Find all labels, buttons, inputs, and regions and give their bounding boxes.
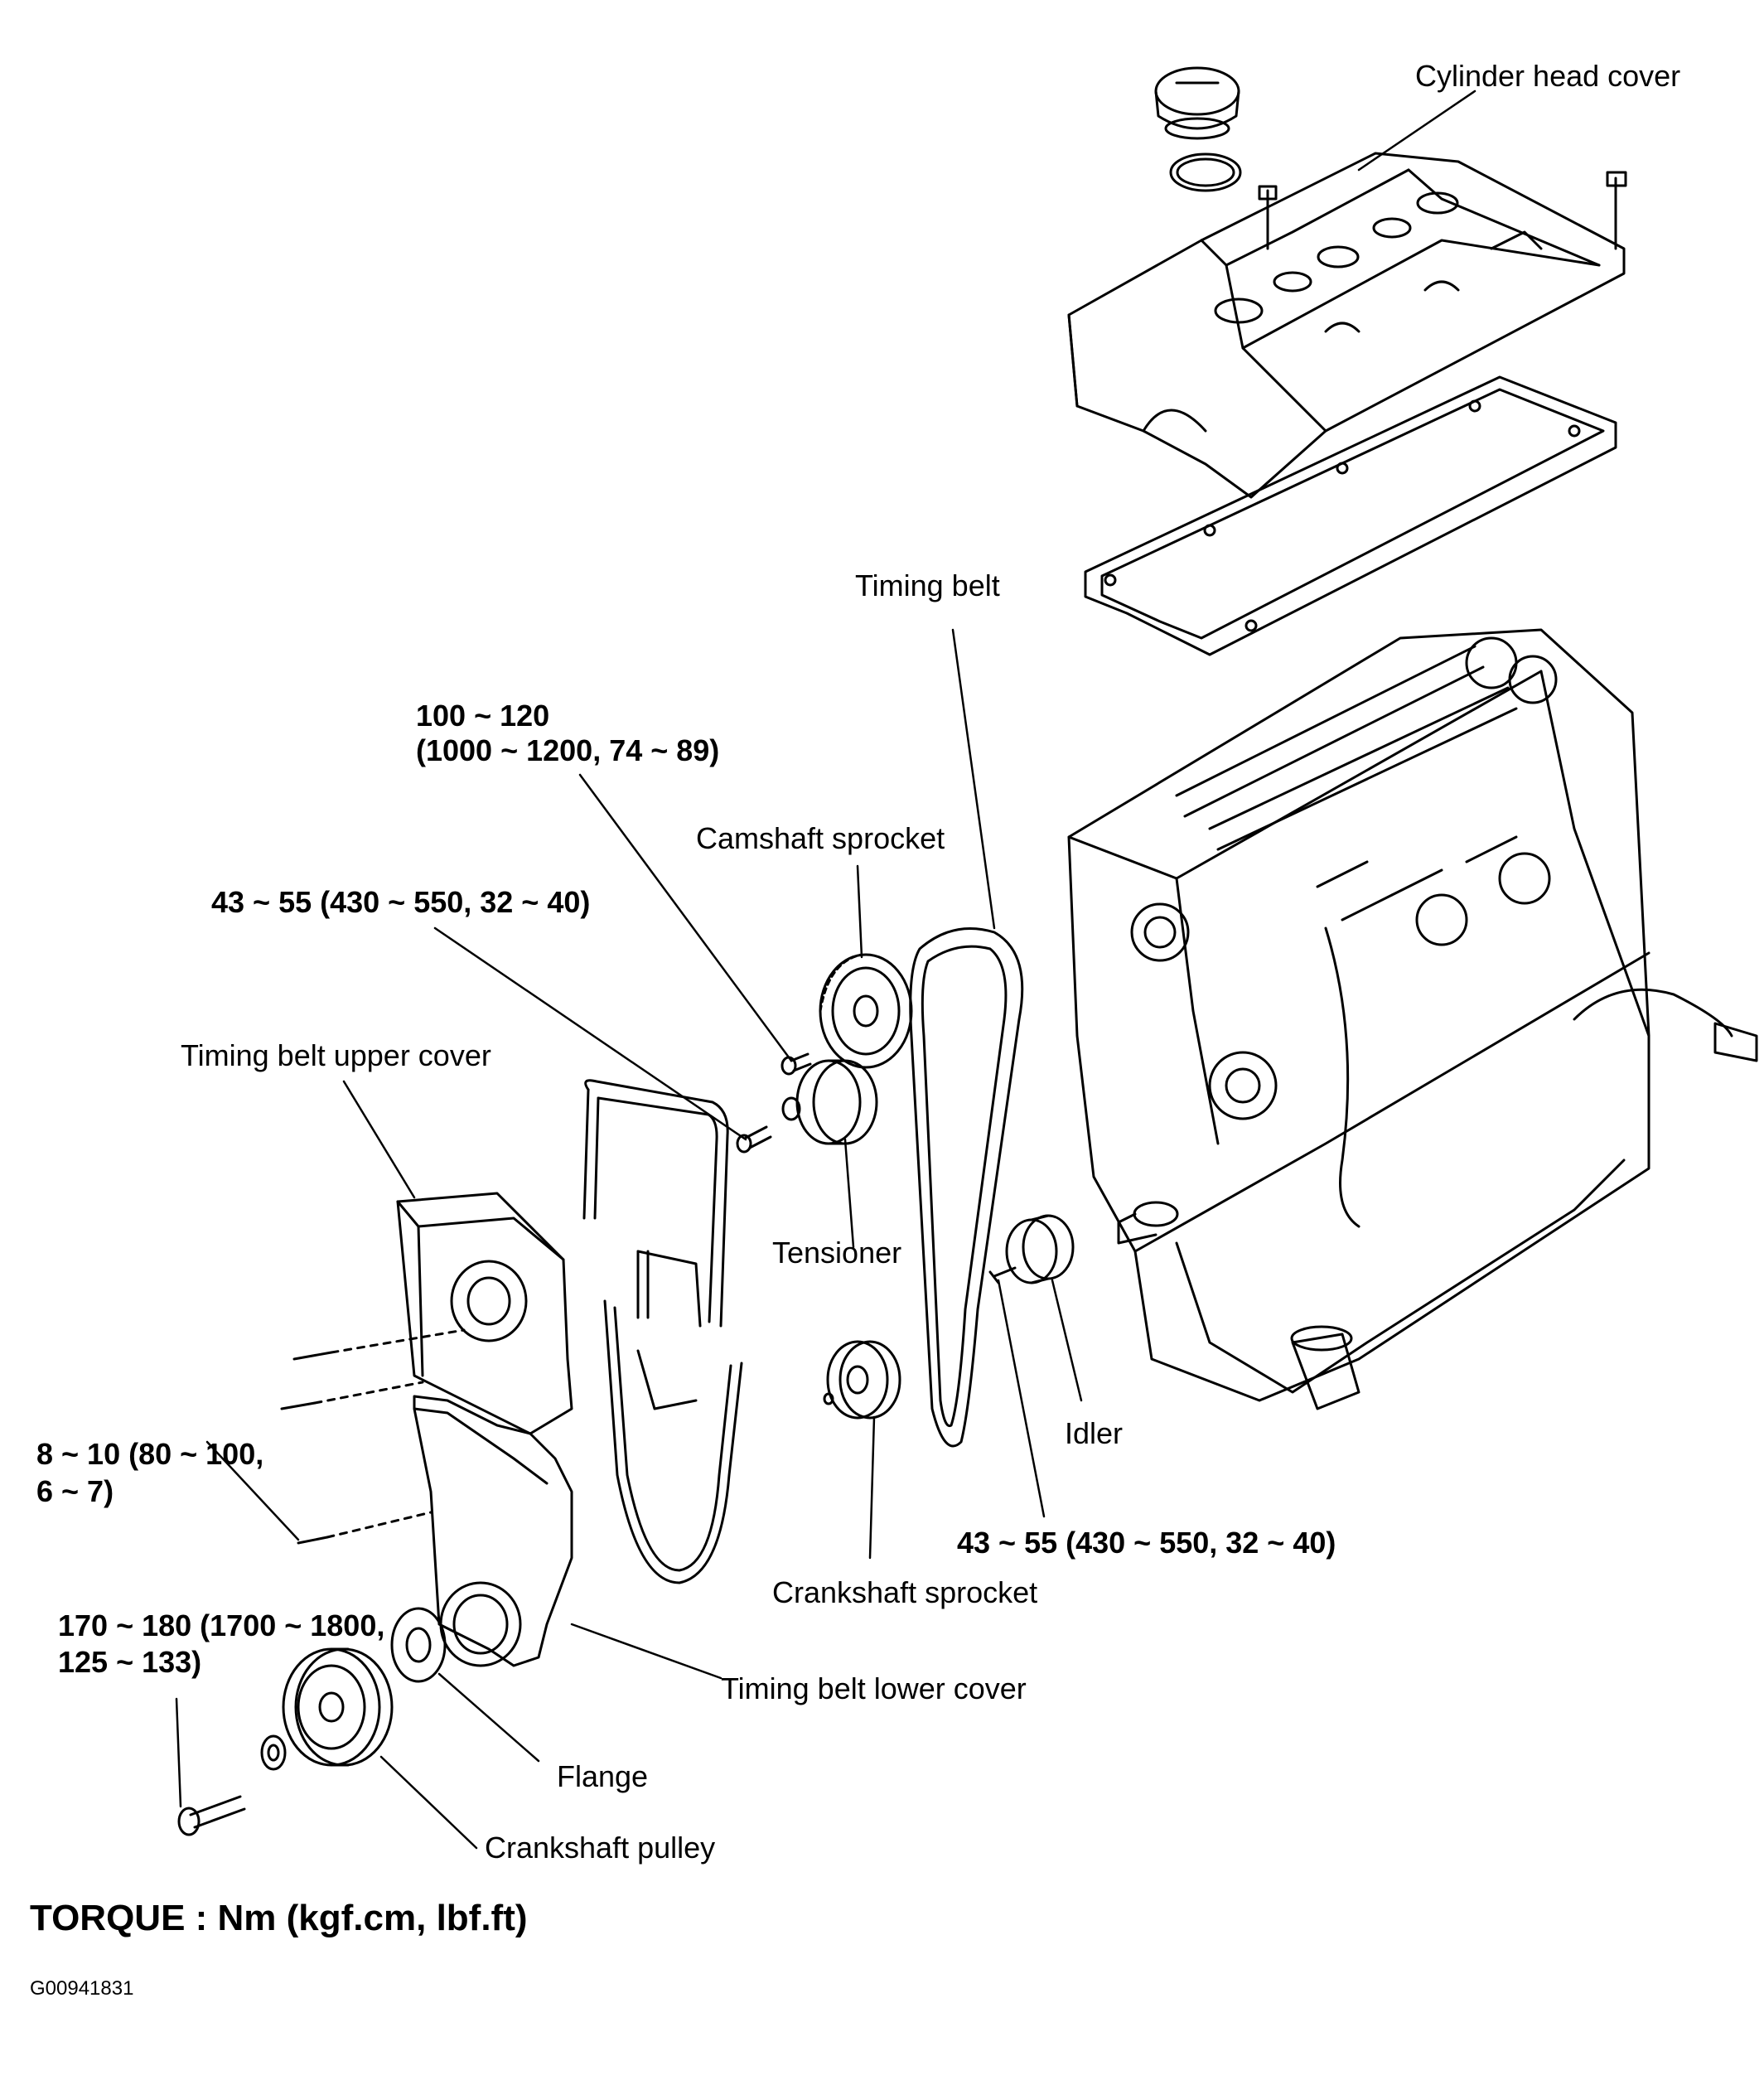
label-crankshaft-pulley: Crankshaft pulley: [485, 1831, 716, 1865]
timing-belt-upper-cover-part: [282, 1193, 572, 1434]
label-flange: Flange: [557, 1759, 649, 1793]
torque-units-title: TORQUE : Nm (kgf.cm, lbf.ft): [30, 1898, 528, 1938]
label-timing-belt-upper-cover: Timing belt upper cover: [181, 1038, 491, 1072]
torque-camshaft-bolt-line2: (1000 ~ 1200, 74 ~ 89): [416, 733, 720, 767]
torque-camshaft-bolt-line1: 100 ~ 120: [416, 699, 550, 733]
camshaft-bolt: [782, 1054, 810, 1074]
tensioner-part: [783, 1061, 877, 1144]
torque-cover-bolt-line1: 8 ~ 10 (80 ~ 100,: [36, 1437, 264, 1471]
label-idler: Idler: [1065, 1416, 1124, 1450]
torque-pulley-bolt-line2: 125 ~ 133): [58, 1645, 202, 1679]
head-cover-gasket: [1085, 377, 1616, 655]
label-cylinder-head-cover: Cylinder head cover: [1415, 59, 1681, 93]
idler-part: [990, 1216, 1073, 1283]
label-camshaft-sprocket: Camshaft sprocket: [696, 821, 945, 855]
label-tensioner: Tensioner: [772, 1236, 902, 1270]
torque-cover-bolt-line2: 6 ~ 7): [36, 1474, 114, 1508]
leader-lines: [176, 91, 1475, 1848]
figure-code: G00941831: [30, 1977, 134, 2000]
torque-tensioner-bolt: 43 ~ 55 (430 ~ 550, 32 ~ 40): [211, 885, 591, 919]
crankshaft-sprocket-part: [824, 1342, 900, 1418]
timing-belt-lower-cover-part: [298, 1396, 572, 1666]
label-timing-belt: Timing belt: [855, 568, 1000, 602]
label-timing-belt-lower-cover: Timing belt lower cover: [721, 1671, 1027, 1705]
crankshaft-pulley-part: [179, 1649, 392, 1835]
cover-seals: [584, 1081, 742, 1583]
flange-part: [392, 1608, 445, 1681]
tensioner-bolt: [737, 1127, 771, 1152]
label-crankshaft-sprocket: Crankshaft sprocket: [772, 1575, 1038, 1609]
oil-filler-cap: [1156, 68, 1240, 191]
timing-belt-part: [911, 929, 1022, 1447]
engine-block: [1069, 630, 1757, 1409]
torque-pulley-bolt-line1: 170 ~ 180 (1700 ~ 1800,: [58, 1608, 385, 1642]
camshaft-sprocket-part: [820, 955, 911, 1067]
cylinder-head-cover: [1069, 153, 1626, 497]
torque-idler-bolt: 43 ~ 55 (430 ~ 550, 32 ~ 40): [957, 1526, 1336, 1560]
